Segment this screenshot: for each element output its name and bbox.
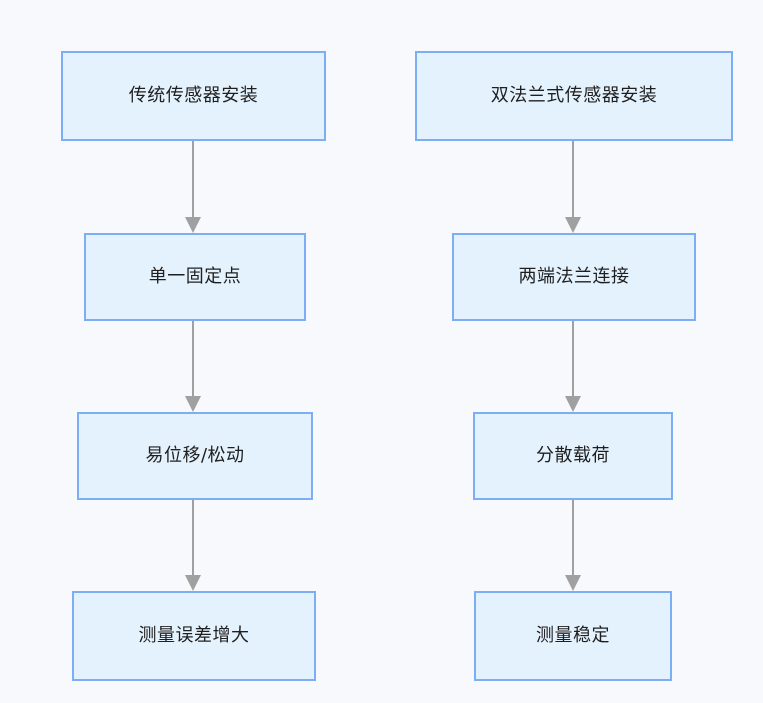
node-r3[interactable]: 分散载荷	[473, 412, 673, 500]
arrowhead-r3-to-r4	[565, 575, 581, 591]
node-label: 双法兰式传感器安装	[490, 85, 658, 107]
arrowhead-r2-to-r3	[565, 396, 581, 412]
node-label: 单一固定点	[148, 266, 242, 288]
node-r2[interactable]: 两端法兰连接	[452, 233, 696, 321]
arrowhead-l2-to-l3	[185, 396, 201, 412]
node-l1[interactable]: 传统传感器安装	[61, 51, 326, 141]
node-l2[interactable]: 单一固定点	[84, 233, 306, 321]
node-r4[interactable]: 测量稳定	[474, 591, 672, 681]
node-label: 测量稳定	[536, 625, 610, 647]
node-label: 测量误差增大	[138, 625, 250, 647]
node-label: 分散载荷	[536, 445, 610, 467]
node-r1[interactable]: 双法兰式传感器安装	[415, 51, 733, 141]
arrowhead-l3-to-l4	[185, 575, 201, 591]
node-l4[interactable]: 测量误差增大	[72, 591, 316, 681]
node-label: 两端法兰连接	[518, 266, 630, 288]
node-l3[interactable]: 易位移/松动	[77, 412, 313, 500]
arrowhead-l1-to-l2	[185, 217, 201, 233]
arrowhead-r1-to-r2	[565, 217, 581, 233]
node-label: 传统传感器安装	[128, 85, 259, 107]
node-label: 易位移/松动	[145, 445, 245, 467]
